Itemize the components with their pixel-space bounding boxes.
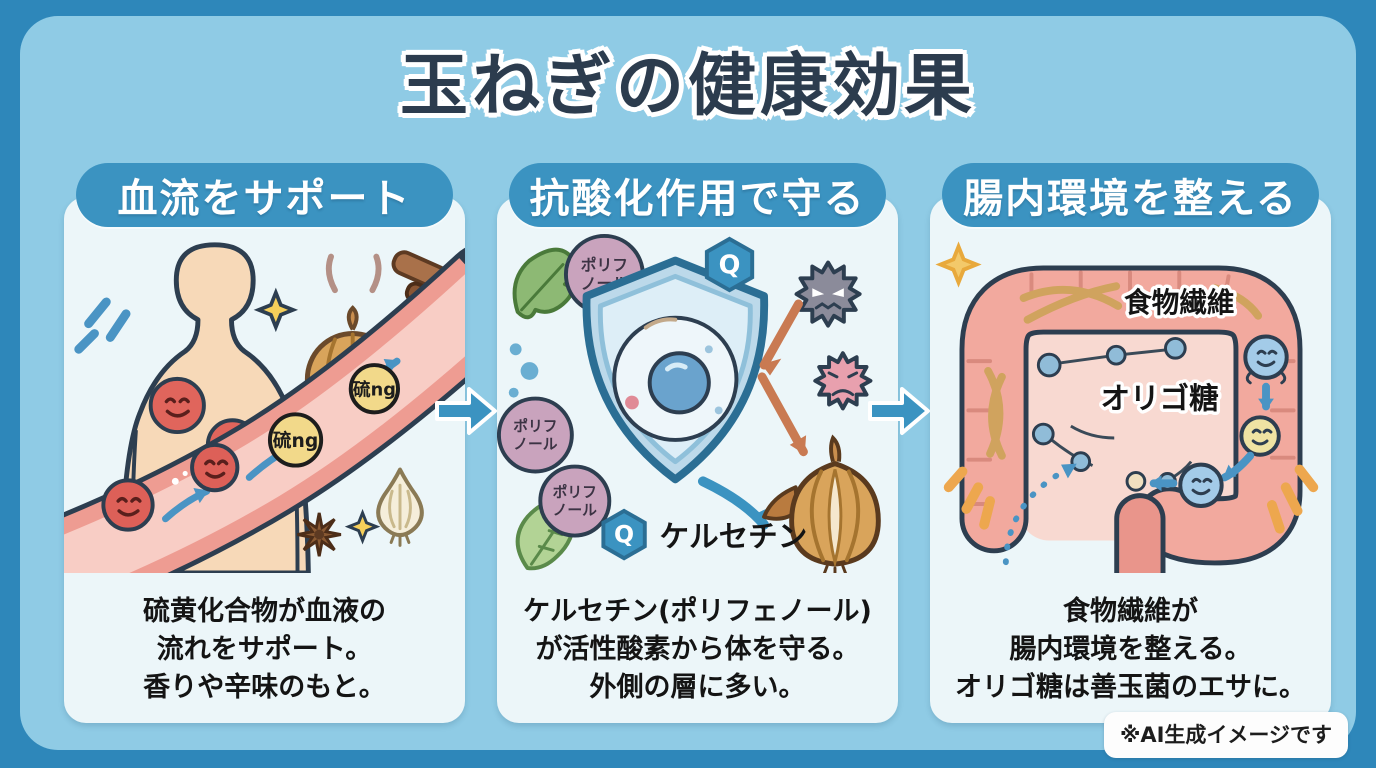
shield-icon bbox=[582, 256, 769, 484]
polyphenol-label: ノール bbox=[513, 436, 558, 453]
flow-arrow-icon bbox=[435, 387, 497, 435]
panel-antioxidant: 抗酸化作用で守る ポリフ ノール bbox=[497, 163, 898, 723]
ai-generated-disclaimer: ※AI生成イメージです bbox=[1103, 712, 1348, 758]
panel-blood-flow-description: 硫黄化合物が血液の 流れをサポート。 香りや辛味のもと。 bbox=[64, 593, 465, 707]
to-onion-arrow-icon bbox=[697, 476, 769, 530]
quercetin-label: ケルセチン bbox=[660, 519, 808, 553]
polyphenol-label: ポリフ bbox=[553, 483, 597, 501]
flow-arrow-icon bbox=[868, 387, 930, 435]
emphasis-marks-icon bbox=[74, 297, 131, 354]
quercetin-hexagon-icon: Q bbox=[601, 508, 647, 561]
polyphenol-bubble-icon: ポリフ ノール bbox=[538, 464, 612, 538]
free-radical-gray-icon bbox=[794, 260, 862, 328]
q-label: Q bbox=[614, 520, 634, 548]
description-line: 硫黄化合物が血液の bbox=[143, 596, 386, 627]
panel-gut-health-header-label: 腸内環境を整える bbox=[963, 176, 1298, 222]
polyphenol-bubble-icon: ポリフ ノール bbox=[497, 396, 574, 474]
panel-blood-flow-header: 血流をサポート bbox=[76, 163, 453, 227]
deflect-arrows-icon bbox=[757, 299, 808, 457]
white-onion-icon bbox=[376, 467, 424, 547]
fiber-strands-icon bbox=[984, 282, 1263, 460]
panel-gut-health-header: 腸内環境を整える bbox=[942, 163, 1319, 227]
description-line: が活性酸素から体を守る。 bbox=[535, 634, 860, 665]
description-line: オリゴ糖は善玉菌のエサに。 bbox=[955, 672, 1306, 703]
description-line: 流れをサポート。 bbox=[156, 634, 373, 665]
quercetin-hexagon-icon: Q bbox=[704, 236, 755, 293]
vessel-blood-cells-icon bbox=[101, 442, 240, 532]
good-bacteria-icon bbox=[1125, 334, 1289, 508]
fiber-label: 食物繊維 bbox=[1124, 286, 1234, 319]
dashed-arrow-icon bbox=[1002, 463, 1077, 566]
q-label: Q bbox=[719, 250, 741, 280]
description-line: 腸内環境を整える。 bbox=[1009, 634, 1252, 665]
leaf-icon bbox=[512, 247, 578, 320]
blood-vessel-icon bbox=[64, 247, 465, 573]
ray-marks-icon bbox=[943, 464, 1319, 534]
polyphenol-label: ポリフ bbox=[581, 255, 628, 274]
sulfur-compound-icon: 硫ng 硫ng bbox=[267, 363, 401, 468]
antioxidant-illustration: ポリフ ノール ポリフ ノール ポリフ ノール bbox=[497, 233, 881, 573]
polyphenol-label: ポリフ bbox=[513, 417, 557, 435]
description-line: ケルセチン(ポリフェノール) bbox=[523, 596, 872, 627]
panel-blood-flow-header-label: 血流をサポート bbox=[117, 176, 412, 222]
description-line: 食物繊維が bbox=[1063, 596, 1198, 627]
description-line: 香りや辛味のもと。 bbox=[143, 672, 386, 703]
panel-blood-flow: 血流をサポート bbox=[64, 163, 465, 723]
onion-icon bbox=[762, 434, 881, 573]
panel-antioxidant-header-label: 抗酸化作用で守る bbox=[529, 176, 866, 222]
gut-illustration: 食物繊維 オリゴ糖 bbox=[935, 241, 1319, 573]
star-anise-icon bbox=[297, 512, 342, 557]
free-radical-pink-icon bbox=[813, 351, 873, 411]
sparkle-icon bbox=[935, 241, 982, 288]
panel-gut-health-description: 食物繊維が 腸内環境を整える。 オリゴ糖は善玉菌のエサに。 bbox=[930, 593, 1331, 707]
sulfur-label: 硫ng bbox=[273, 430, 318, 452]
blood-flow-illustration: 硫ng 硫ng bbox=[64, 242, 465, 573]
oligo-label: オリゴ糖 bbox=[1100, 381, 1218, 415]
panel-antioxidant-header: 抗酸化作用で守る bbox=[509, 163, 886, 227]
molecule-chain-icon bbox=[1031, 336, 1193, 491]
page-title: 玉ねぎの健康効果 bbox=[399, 47, 976, 126]
polyphenol-label: ノール bbox=[553, 502, 598, 519]
panel-gut-health: 腸内環境を整える bbox=[930, 163, 1331, 723]
sulfur-label: 硫ng bbox=[353, 379, 396, 401]
description-line: 外側の層に多い。 bbox=[589, 672, 806, 703]
panel-antioxidant-description: ケルセチン(ポリフェノール) が活性酸素から体を守る。 外側の層に多い。 bbox=[497, 593, 898, 707]
